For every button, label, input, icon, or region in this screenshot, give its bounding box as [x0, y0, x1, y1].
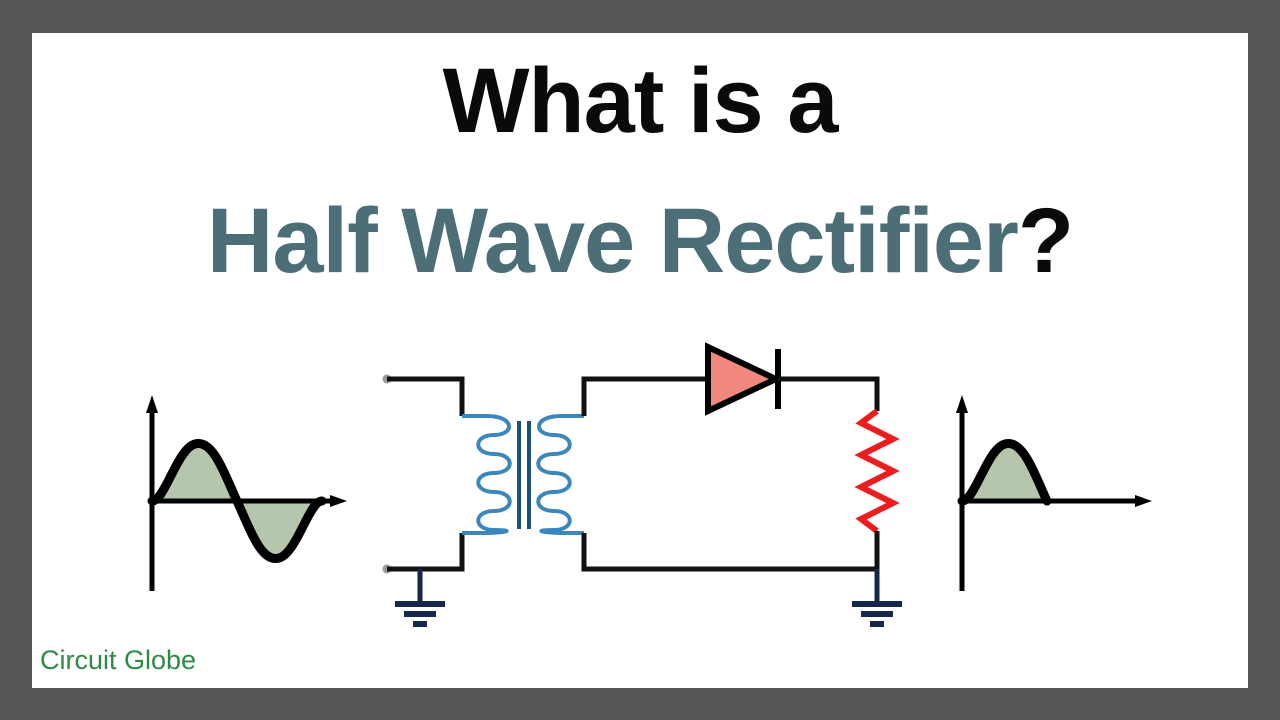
page-title-line-1: What is a — [442, 50, 839, 152]
transformer-secondary-coil — [536, 414, 572, 535]
output-waveform-y-axis-arrow — [956, 395, 968, 413]
load-resistor-zigzag — [854, 408, 900, 534]
output-waveform-x-axis-arrow — [1135, 495, 1152, 507]
rectifier-circuit — [382, 342, 902, 627]
primary-top-wire — [387, 376, 465, 416]
input-waveform-chart — [146, 395, 347, 591]
input-waveform-y-axis-arrow — [146, 395, 158, 413]
page-title-question-mark: ? — [1017, 190, 1074, 292]
input-waveform-x-axis-arrow — [330, 495, 347, 507]
title-block: What is a Half Wave Rectifier? — [32, 33, 1248, 287]
watermark-circuit-globe: Circuit Globe — [40, 645, 197, 675]
page-title-line-2: Half Wave Rectifier? — [32, 195, 1248, 287]
primary-bottom-wire — [387, 533, 465, 572]
output-waveform-curve — [957, 439, 1052, 506]
diagram-area — [32, 333, 1248, 633]
transformer-primary-coil — [476, 414, 512, 535]
output-waveform-chart — [956, 395, 1152, 591]
input-waveform-curve — [147, 439, 327, 563]
diode-triangle — [705, 342, 784, 416]
slide-panel: What is a Half Wave Rectifier? — [32, 33, 1248, 688]
secondary-bottom-wire — [581, 533, 877, 572]
diode-to-resistor-wire — [778, 376, 880, 411]
secondary-top-wire — [581, 376, 708, 416]
page-title-subject: Half Wave Rectifier — [206, 190, 1019, 292]
